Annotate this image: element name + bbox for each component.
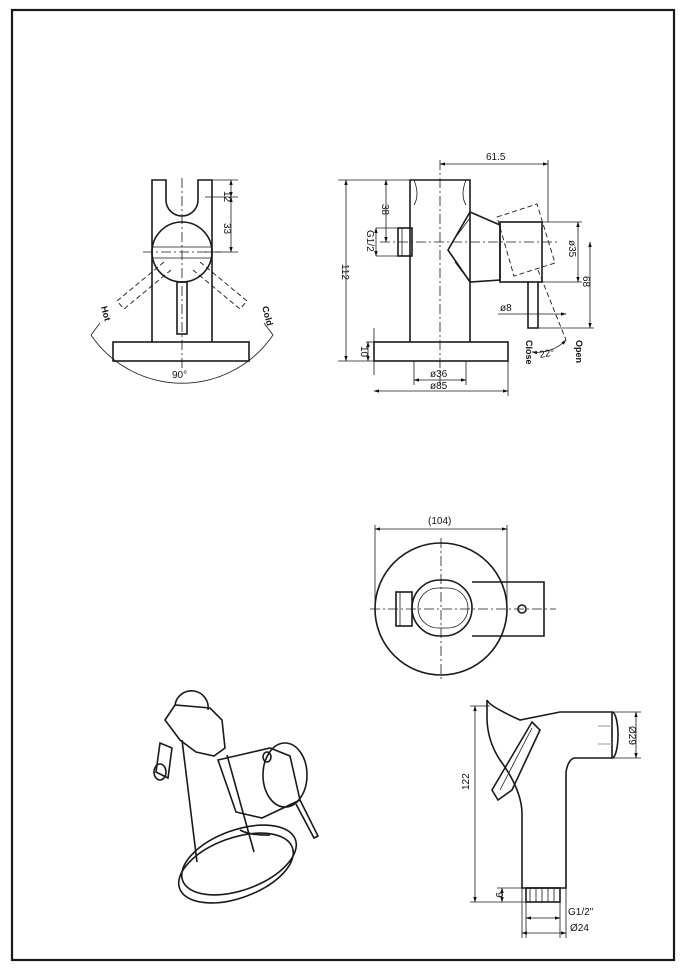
front-dim-12: 12 <box>221 191 232 203</box>
spray-dim-29: Ø29 <box>626 726 637 745</box>
side-dim-112: 112 <box>339 264 350 280</box>
isometric-view <box>153 690 320 904</box>
side-dim-8: ø8 <box>500 303 512 314</box>
side-dim-61-5: 61.5 <box>486 152 506 163</box>
side-angle-22: 22° <box>539 347 556 360</box>
spray-dim-g12: G1/2" <box>568 907 594 918</box>
front-dim-33: 33 <box>221 223 232 235</box>
side-dim-10: 10 <box>358 346 369 358</box>
side-dim-36: ø36 <box>430 369 448 380</box>
top-view <box>370 525 556 680</box>
side-dim-35: ø35 <box>566 240 577 258</box>
side-dim-68: 68 <box>580 276 591 288</box>
spray-dim-9: 9 <box>493 892 504 898</box>
front-view <box>90 178 274 384</box>
spray-dim-122: 122 <box>461 773 472 790</box>
spray-dim-24: Ø24 <box>570 923 589 934</box>
top-dim-104: (104) <box>428 516 451 527</box>
spray-head-view <box>470 699 641 938</box>
side-label-close: Close <box>524 340 534 365</box>
side-dim-38: 38 <box>379 204 390 216</box>
sheet-border <box>10 8 676 962</box>
front-label-hot: Hot <box>99 305 113 322</box>
side-view <box>338 160 594 396</box>
front-angle-90: 90° <box>172 370 187 381</box>
side-dim-g12: G1/2 <box>364 230 375 252</box>
side-label-open: Open <box>574 340 584 363</box>
side-dim-85: ø85 <box>430 381 448 392</box>
front-label-cold: Cold <box>260 305 275 327</box>
